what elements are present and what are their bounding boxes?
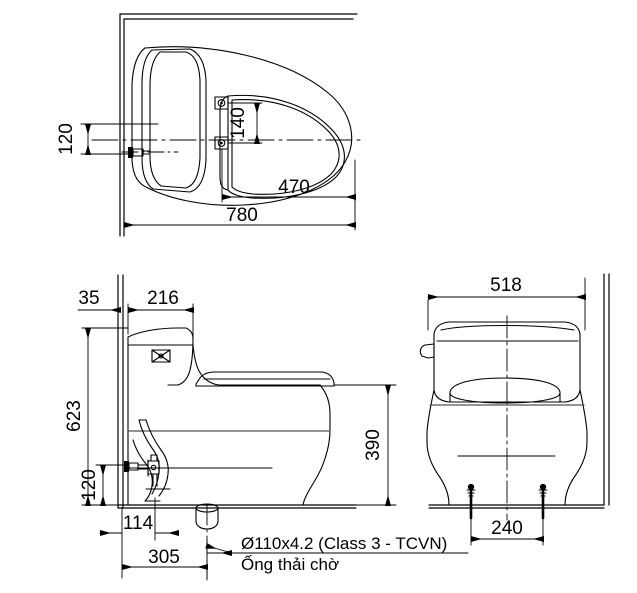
flush-lever-icon — [419, 343, 435, 359]
dimension-label-side-390: 390 — [363, 429, 384, 461]
flush-button-icon — [151, 349, 171, 363]
top-view-water-inlet — [128, 147, 151, 158]
top-view — [80, 13, 363, 237]
dimension-top-780 — [123, 199, 356, 231]
dimension-side-114 — [99, 497, 179, 541]
side-view-body-outline — [127, 327, 331, 506]
dimension-label-side-305: 305 — [148, 547, 180, 568]
dimension-label-top-470: 470 — [278, 177, 310, 198]
dimension-side-390 — [302, 384, 397, 506]
dimension-top-120 — [80, 123, 159, 155]
dimension-label-side-114: 114 — [123, 513, 154, 534]
dimension-side-120 — [95, 464, 129, 506]
dimension-front-240 — [470, 507, 544, 546]
dimension-front-518 — [427, 277, 586, 331]
front-view-wall — [603, 273, 610, 506]
front-view-floor — [428, 504, 605, 509]
pipe-spec-note: Ø110x4.2 (Class 3 - TCVN) — [241, 534, 447, 553]
side-view-floor — [117, 504, 357, 509]
dimension-label-side-623: 623 — [64, 400, 85, 432]
dimension-label-top-780: 780 — [226, 205, 258, 226]
dimension-label-side-120: 120 — [79, 469, 100, 501]
top-view-hinge-bolt-upper — [214, 96, 229, 110]
dimension-label-front-518: 518 — [490, 275, 522, 296]
dimension-label-front-240: 240 — [491, 518, 523, 539]
top-view-tank-lid — [141, 48, 207, 193]
top-view-hinge-bolt-lower — [214, 136, 229, 150]
dimension-top-470 — [221, 148, 356, 203]
top-view-body-outline — [131, 46, 353, 206]
front-view-seat — [449, 377, 561, 404]
dimension-label-side-216: 216 — [147, 288, 179, 309]
front-view — [419, 273, 610, 546]
pipe-note-leader — [205, 542, 469, 556]
front-view-bowl — [426, 389, 588, 506]
dimension-side-216 — [127, 303, 194, 339]
dimension-label-side-35: 35 — [78, 288, 99, 309]
dimension-label-top-120: 120 — [56, 123, 77, 155]
side-view — [77, 274, 469, 581]
dimension-top-140 — [227, 102, 263, 144]
side-view-seat — [195, 371, 335, 387]
dimension-label-top-140: 140 — [228, 107, 249, 139]
side-view-wall — [117, 274, 124, 509]
pipe-name-note: Ống thải chờ — [241, 554, 339, 574]
angle-valve-icon — [124, 454, 160, 487]
